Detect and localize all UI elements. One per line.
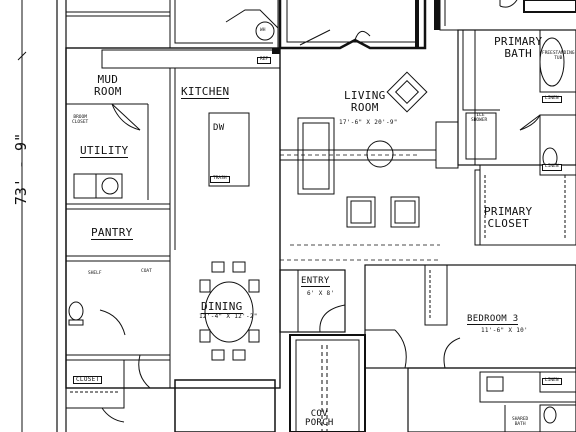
dining-label: DINING bbox=[201, 300, 243, 314]
mud-room-label: MUD ROOM bbox=[94, 73, 122, 98]
bedroom-3-label: BEDROOM 3 bbox=[467, 314, 519, 326]
linen-bath-label: LINEN bbox=[542, 96, 562, 103]
broom-closet-label: BROOM CLOSET bbox=[72, 115, 89, 125]
kitchen-label: KITCHEN bbox=[181, 85, 230, 99]
shower-label: TILE SHOWER bbox=[471, 113, 488, 123]
tub-label: FREESTANDING TUB bbox=[542, 51, 575, 61]
primary-closet-label: PRIMARY CLOSET bbox=[484, 205, 533, 230]
primary-bath-label: PRIMARY BATH bbox=[494, 35, 543, 60]
shelf-label: SHELF bbox=[88, 271, 102, 276]
overall-dimension-label: 73' - 9" bbox=[12, 132, 30, 206]
dishwasher-label: DW bbox=[213, 123, 225, 133]
entry-label: ENTRY bbox=[301, 276, 330, 288]
bedroom-3-size-label: 11'-6" X 10' bbox=[481, 327, 528, 334]
coat-label: COAT bbox=[141, 269, 152, 274]
linen-hall-label: LINEN bbox=[542, 164, 562, 171]
exterior-wall-left bbox=[56, 0, 67, 432]
utility-label: UTILITY bbox=[80, 144, 129, 158]
refrigerator-label: REF bbox=[257, 57, 272, 64]
cov-porch-label: COV PORCH bbox=[305, 409, 334, 429]
closet-label: CLOSET bbox=[73, 376, 103, 385]
shared-bath-label: SHARED BATH bbox=[512, 417, 529, 427]
linen-shared-label: LINEN bbox=[542, 378, 562, 385]
living-size-label: 17'-6" X 20'-9" bbox=[339, 119, 398, 126]
living-room-label: LIVING ROOM bbox=[344, 89, 386, 114]
entry-size-label: 6' X 8' bbox=[307, 290, 335, 297]
water-heater-label: WH bbox=[260, 28, 266, 33]
dining-size-label: 12'-4" X 12'-2" bbox=[199, 313, 258, 320]
trash-label: TRASH bbox=[210, 176, 230, 183]
pantry-label: PANTRY bbox=[91, 226, 133, 240]
